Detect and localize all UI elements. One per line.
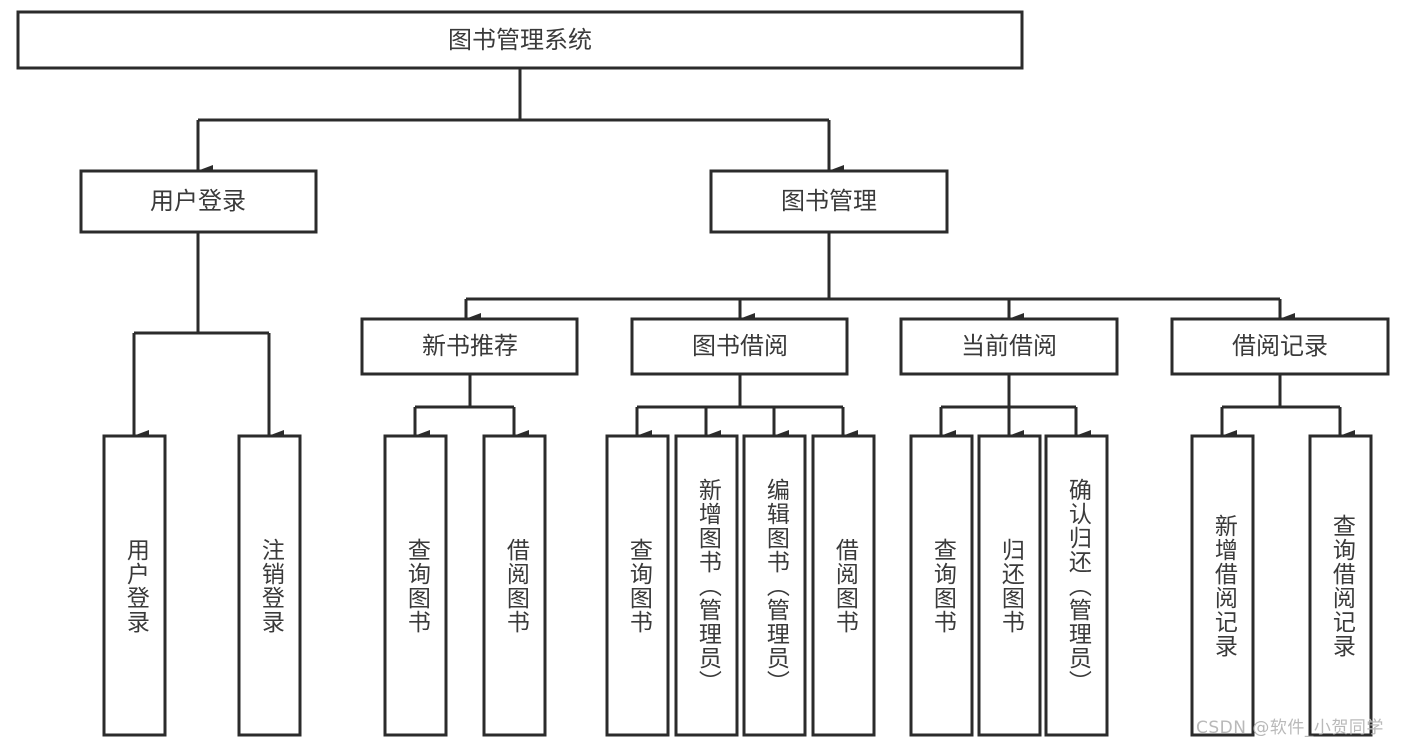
node-book-borrow-label: 图书借阅 bbox=[692, 332, 788, 360]
node-leaf-borrow-book-2[interactable] bbox=[811, 434, 876, 737]
node-leaf-return-book[interactable] bbox=[977, 434, 1042, 737]
node-current-borrow[interactable]: 当前借阅 bbox=[899, 317, 1119, 376]
node-leaf-query-book-2[interactable] bbox=[605, 434, 670, 737]
node-book-management-label: 图书管理 bbox=[781, 187, 877, 215]
connector-userlogin-to-leaves bbox=[132, 232, 284, 442]
node-leaf-add-book[interactable] bbox=[674, 434, 739, 737]
node-user-login-label: 用户登录 bbox=[150, 187, 246, 215]
node-leaf-query-book-1[interactable] bbox=[383, 434, 448, 737]
watermark-text: CSDN @软件_小贺同学 bbox=[1196, 718, 1384, 738]
node-root[interactable]: 图书管理系统 bbox=[16, 10, 1024, 70]
node-current-borrow-label: 当前借阅 bbox=[961, 332, 1057, 360]
connector-root-to-level2 bbox=[196, 68, 844, 177]
connector-bookborrow-to-leaves bbox=[635, 374, 858, 442]
node-leaf-query-record[interactable] bbox=[1308, 434, 1373, 737]
node-new-book-recommend-label: 新书推荐 bbox=[422, 332, 518, 360]
node-root-label: 图书管理系统 bbox=[448, 26, 592, 54]
node-new-book-recommend[interactable]: 新书推荐 bbox=[360, 317, 579, 376]
connector-bookmgmt-to-level3 bbox=[464, 232, 1295, 325]
connector-currentborrow-to-leaves bbox=[939, 374, 1091, 442]
node-leaf-query-book-3[interactable] bbox=[909, 434, 974, 737]
node-borrow-record-label: 借阅记录 bbox=[1232, 332, 1328, 360]
node-book-borrow[interactable]: 图书借阅 bbox=[630, 317, 849, 376]
node-book-management[interactable]: 图书管理 bbox=[709, 169, 949, 234]
node-leaf-user-logout[interactable] bbox=[237, 434, 302, 737]
node-user-login[interactable]: 用户登录 bbox=[79, 169, 318, 234]
connector-newbook-to-leaves bbox=[413, 374, 529, 442]
node-leaf-user-login[interactable] bbox=[102, 434, 167, 737]
node-leaf-borrow-book-1[interactable] bbox=[482, 434, 547, 737]
connector-borrowrecord-to-leaves bbox=[1220, 374, 1355, 442]
node-borrow-record[interactable]: 借阅记录 bbox=[1170, 317, 1390, 376]
node-leaf-add-record[interactable] bbox=[1190, 434, 1255, 737]
node-leaf-edit-book[interactable] bbox=[742, 434, 807, 737]
node-leaf-confirm-return[interactable] bbox=[1044, 434, 1109, 737]
